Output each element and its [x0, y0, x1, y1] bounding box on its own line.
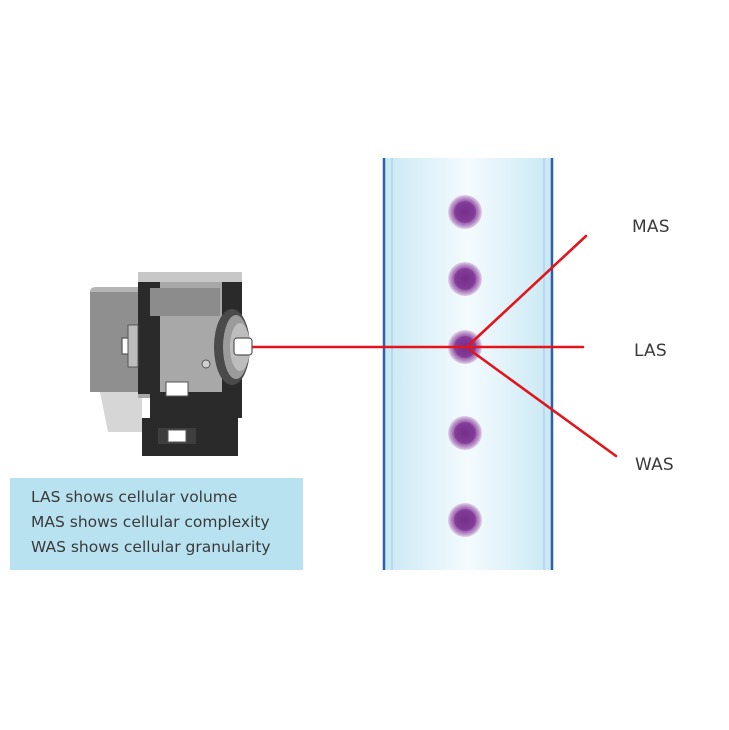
was-ray	[468, 348, 618, 458]
cell	[448, 262, 482, 296]
laser-beams	[250, 234, 618, 458]
legend-line-mas: MAS shows cellular complexity	[31, 513, 270, 531]
legend-box: LAS shows cellular volume MAS shows cell…	[10, 478, 303, 570]
was-label: WAS	[635, 455, 674, 475]
laser-device-icon	[90, 272, 253, 456]
cell	[448, 195, 482, 229]
mas-ray	[468, 234, 588, 346]
cell	[448, 416, 482, 450]
legend-line-was: WAS shows cellular granularity	[31, 538, 271, 556]
mas-label: MAS	[632, 217, 670, 237]
legend-line-las: LAS shows cellular volume	[31, 488, 238, 506]
cell	[448, 503, 482, 537]
las-label: LAS	[634, 341, 667, 361]
